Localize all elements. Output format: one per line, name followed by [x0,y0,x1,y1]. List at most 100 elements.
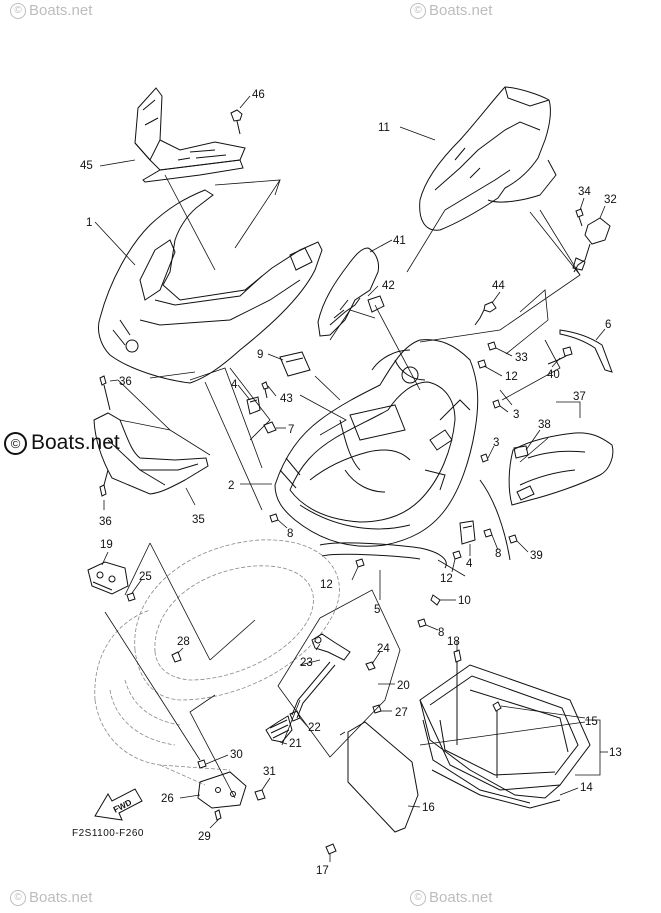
callout-21: 21 [289,738,302,750]
callout-7: 7 [288,424,294,436]
part-33-screw [487,341,497,351]
part-34-screw [575,208,584,227]
callout-8b: 8 [495,548,501,560]
seat-outline [94,539,340,786]
callout-31: 31 [263,766,276,778]
callout-4b: 4 [466,558,473,570]
callout-8c: 8 [438,627,444,639]
callout-26: 26 [161,793,174,805]
part-9-plate [279,351,311,377]
callout-9: 9 [257,349,263,361]
callout-20: 20 [397,680,410,692]
callout-16: 16 [422,802,435,814]
part-32-sensor [572,217,611,273]
part-44-screw [474,301,497,326]
part-36-pin-top [99,375,111,411]
callout-15: 15 [585,716,598,728]
part-45-bracket [134,87,246,183]
callout-11: 11 [378,122,390,134]
callout-12a: 12 [320,579,333,591]
watermark-bottom-left: ©Boats.net [10,889,92,906]
part-17-screw [325,843,337,855]
callout-13: 13 [609,747,622,759]
callout-44: 44 [492,280,505,292]
part-12-screw-b [452,550,462,560]
part-4-clip-left [246,396,261,415]
part-5-cable [319,479,511,569]
part-26-bracket [197,771,247,809]
leader-lines [94,95,608,862]
part-36-pin-bottom [99,469,109,497]
callout-4a: 4 [231,379,238,391]
callout-14: 14 [580,782,593,794]
callout-25: 25 [139,571,152,583]
part-14-gasket [431,769,561,809]
part-10-pin [430,594,441,606]
callout-36b: 36 [99,516,112,528]
part-35-lower-bracket [93,412,209,495]
callout-42: 42 [382,280,395,292]
callout-32: 32 [604,194,617,206]
watermark-top-left: ©Boats.net [10,2,92,19]
part-41-side-cover [317,247,385,337]
callout-33: 33 [515,352,528,364]
part-21-damper [265,661,336,743]
part-12-screw-c [355,558,365,568]
callout-5: 5 [374,604,380,616]
callout-3b: 3 [493,437,499,449]
callout-10: 10 [458,595,471,607]
part-38-clip [513,445,529,459]
callout-18: 18 [447,636,460,648]
part-8-screw-c [417,618,427,628]
callout-38: 38 [538,419,551,431]
watermark-center: ©Boats.net [4,431,120,455]
part-7-nut [263,421,277,434]
part-30-screw [197,759,207,769]
callout-2: 2 [228,480,234,492]
callout-30: 30 [230,749,243,761]
part-24-nut [365,661,376,671]
callout-40: 40 [547,369,560,381]
part-18-pin [453,649,462,745]
part-12-screw-a [477,359,487,369]
part-37-side-cover [508,432,614,506]
part-3-screw-a [492,399,501,409]
part-46-screw [230,109,243,135]
diagram-code: F2S1100-F260 [72,828,144,839]
callout-8a: 8 [287,528,293,540]
part-11-top-cover [419,86,557,231]
callout-35: 35 [192,514,205,526]
part-3-screw-b [480,453,489,463]
part-27-screw [372,704,382,714]
callout-12c: 12 [505,371,518,383]
callout-28: 28 [177,636,190,648]
part-1-hood-cover [97,189,323,384]
callout-39: 39 [530,550,543,562]
part-2-hull-frame [274,339,479,547]
part-39-screw [508,534,518,544]
callout-19: 19 [100,539,113,551]
watermark-top-right: ©Boats.net [410,2,492,19]
callout-3a: 3 [513,409,519,421]
callout-1: 1 [86,217,92,229]
callout-23: 23 [300,657,313,669]
callout-12b: 12 [440,573,453,585]
callout-22: 22 [308,722,321,734]
callout-43: 43 [280,393,293,405]
callout-6: 6 [605,319,611,331]
watermark-bottom-right: ©Boats.net [410,889,492,906]
callout-17: 17 [316,865,329,877]
part-29-screw [214,809,222,821]
part-43-screw [261,381,269,399]
callout-37: 37 [573,391,586,403]
callout-24: 24 [377,643,390,655]
callout-41: 41 [393,235,406,247]
part-13-storage-tray [419,664,591,804]
callout-46: 46 [252,89,265,101]
part-8-screw-b [483,528,493,538]
callout-34: 34 [578,186,591,198]
callout-36a: 36 [119,376,132,388]
callout-45: 45 [80,160,93,172]
fwd-arrow: FWD [94,788,143,821]
